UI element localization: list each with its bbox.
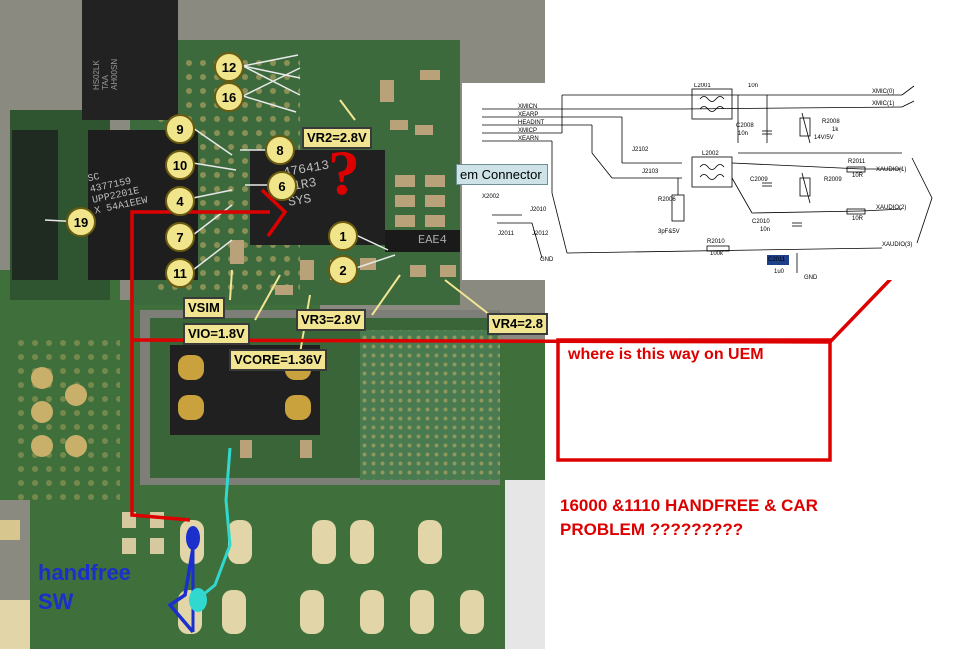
net-label: XAUDIO(1) (876, 167, 906, 173)
vr3-label: VR3=2.8V (296, 309, 366, 331)
pin-10-bubble: 10 (165, 150, 195, 180)
pin-7-bubble: 7 (165, 222, 195, 252)
part-label: C2010 (752, 219, 770, 225)
problem-note-line1: 16000 &1110 HANDFREE & CAR (560, 496, 818, 515)
handfree-note-line1: handfree (38, 560, 131, 585)
vsim-label: VSIM (183, 297, 225, 319)
vio-label: VIO=1.8V (183, 323, 250, 345)
gnd-label: GND (804, 275, 818, 280)
part-label: J2103 (642, 169, 659, 175)
question-mark: ? (328, 137, 360, 208)
where-note: where is this way on UEM (568, 346, 764, 363)
value-label: 10n (738, 131, 748, 137)
value-label: 1k (832, 127, 839, 133)
part-label: L2001 (694, 83, 711, 89)
part-label: J2102 (632, 147, 649, 153)
value-label: 3pF&5V (658, 229, 680, 235)
schematic-part-labels: L2001 L2002 C2008 R2008 C2009 R2009 C201… (482, 83, 866, 263)
em-connector-label: em Connector (456, 164, 548, 185)
pin-12-bubble: 12 (214, 52, 244, 82)
small-chip (385, 230, 460, 252)
part-label: R2008 (822, 119, 840, 125)
vcore-label: VCORE=1.36V (229, 349, 327, 371)
part-label: J2011 (498, 231, 515, 237)
net-label: XMIC(1) (872, 101, 894, 107)
handfree-note-line2: SW (38, 589, 74, 614)
part-label: X2002 (482, 194, 500, 200)
vr4-label: VR4=2.8 (487, 313, 548, 335)
value-label: 1u0 (774, 269, 785, 275)
pin-4-bubble: 4 (165, 186, 195, 216)
part-label: R2006 (658, 197, 676, 203)
net-label: XEARN (518, 136, 539, 142)
part-label: C2011 (768, 257, 786, 263)
pin-9-bubble: 9 (165, 114, 195, 144)
part-label: R2009 (824, 177, 842, 183)
part-label: R2011 (848, 159, 866, 165)
problem-note-line2: PROBLEM ????????? (560, 520, 744, 539)
schematic-value-labels: 10n 10n 10n 1k 10R 10R 100k 1u0 14V/5V 3… (658, 83, 864, 275)
gnd-label: GND (540, 257, 554, 263)
net-label: XMICP (518, 128, 537, 134)
value-label: 10R (852, 216, 864, 222)
schematic-right-nets: XMIC(0) XMIC(1) XAUDIO(1) XAUDIO(2) XAUD… (872, 89, 912, 248)
pin-8-bubble: 8 (265, 135, 295, 165)
value-label: 10R (852, 173, 864, 179)
value-label: 10n (760, 227, 770, 233)
value-label: 14V/5V (814, 135, 834, 141)
chip-small-marking: EAE4 (418, 233, 447, 247)
pin-19-bubble: 19 (66, 207, 96, 237)
part-label: C2008 (736, 123, 754, 129)
vr2-label: VR2=2.8V (302, 127, 372, 149)
value-label: 10n (748, 83, 758, 89)
pin-16-bubble: 16 (214, 82, 244, 112)
pin-11-bubble: 11 (165, 258, 195, 288)
part-label: L2002 (702, 151, 719, 157)
part-label: R2010 (707, 239, 725, 245)
question-box (556, 338, 832, 462)
value-label: 100k (710, 251, 724, 257)
schematic-left-nets: XMICN XEARP HEADINT XMICP XEARN (518, 104, 545, 142)
memory-chip (82, 0, 178, 120)
net-label: XEARP (518, 112, 538, 118)
pin-6-bubble: 6 (267, 171, 297, 201)
part-label: J2012 (532, 231, 549, 237)
net-label: XMIC(0) (872, 89, 894, 95)
part-label: J2010 (530, 207, 547, 213)
part-label: C2009 (750, 177, 768, 183)
net-label: XMICN (518, 104, 537, 110)
pin-1-bubble: 1 (328, 221, 358, 251)
net-label: XAUDIO(3) (882, 242, 912, 248)
pin-2-bubble: 2 (328, 255, 358, 285)
net-label: XAUDIO(2) (876, 205, 906, 211)
net-label: HEADINT (518, 120, 545, 126)
